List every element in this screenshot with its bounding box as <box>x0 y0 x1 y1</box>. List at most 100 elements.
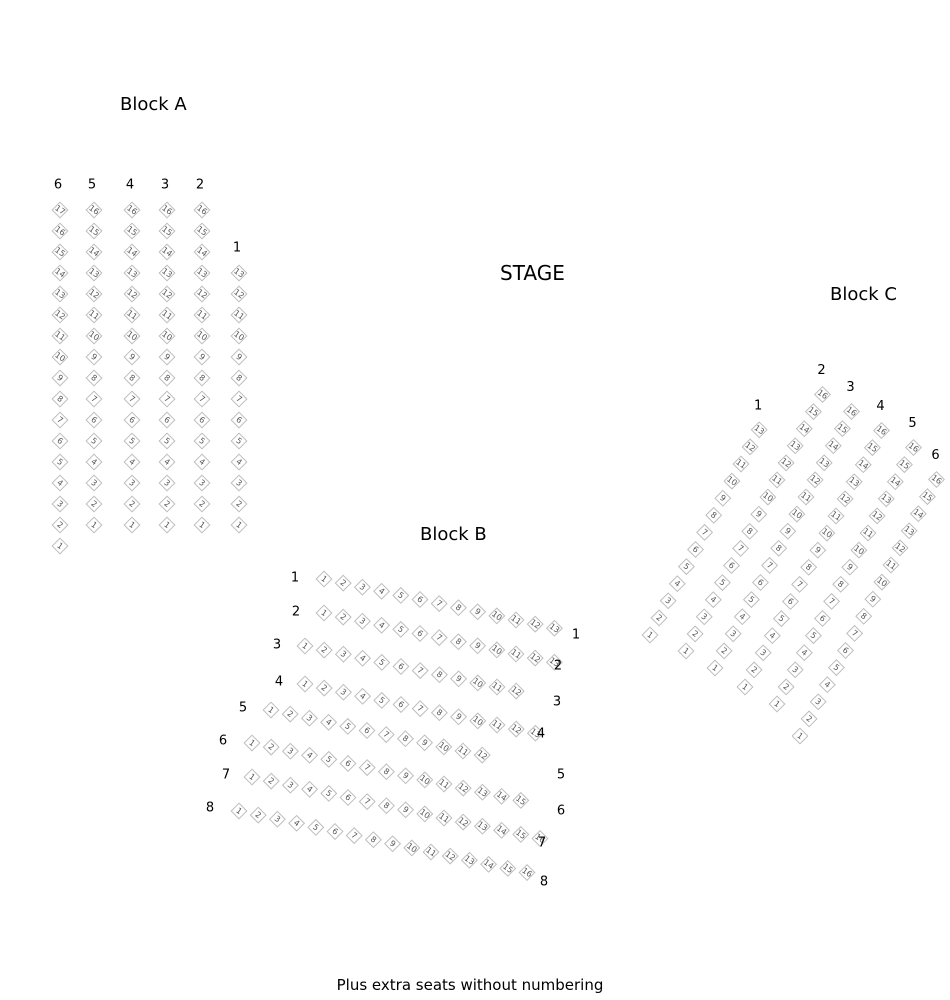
seat-a-r3-s12[interactable]: 12 <box>158 285 176 303</box>
seat-c-r3-s4[interactable]: 4 <box>733 608 751 626</box>
seat-c-r3-s1[interactable]: 1 <box>706 659 724 677</box>
seat-a-r2-s10[interactable]: 10 <box>193 327 211 345</box>
seat-a-r6-s17[interactable]: 17 <box>51 201 69 219</box>
seat-b-r1-s7[interactable]: 7 <box>430 595 448 613</box>
seat-b-r4-s5[interactable]: 5 <box>373 691 391 709</box>
seat-c-r1-s9[interactable]: 9 <box>714 489 732 507</box>
seat-a-r2-s5[interactable]: 5 <box>193 432 211 450</box>
seat-b-r6-s15[interactable]: 15 <box>512 791 530 809</box>
seat-a-r3-s15[interactable]: 15 <box>158 222 176 240</box>
seat-c-r5-s12[interactable]: 12 <box>868 507 886 525</box>
seat-b-r5-s11[interactable]: 11 <box>454 742 472 760</box>
seat-c-r3-s15[interactable]: 15 <box>833 420 851 438</box>
seat-c-r3-s5[interactable]: 5 <box>742 591 760 609</box>
seat-a-r1-s3[interactable]: 3 <box>230 474 248 492</box>
seat-b-r5-s3[interactable]: 3 <box>300 709 318 727</box>
seat-a-r2-s4[interactable]: 4 <box>193 453 211 471</box>
seat-a-r2-s2[interactable]: 2 <box>193 495 211 513</box>
seat-c-r2-s4[interactable]: 4 <box>704 591 722 609</box>
seat-c-r2-s15[interactable]: 15 <box>804 403 822 421</box>
seat-a-r5-s2[interactable]: 2 <box>85 495 103 513</box>
seat-a-r3-s11[interactable]: 11 <box>158 306 176 324</box>
seat-a-r4-s6[interactable]: 6 <box>123 411 141 429</box>
seat-c-r5-s1[interactable]: 1 <box>768 695 786 713</box>
seat-a-r2-s16[interactable]: 16 <box>193 201 211 219</box>
seat-c-r2-s3[interactable]: 3 <box>695 608 713 626</box>
seat-a-r6-s10[interactable]: 10 <box>51 348 69 366</box>
seat-b-r6-s8[interactable]: 8 <box>377 763 395 781</box>
seat-c-r3-s7[interactable]: 7 <box>761 556 779 574</box>
seat-a-r4-s13[interactable]: 13 <box>123 264 141 282</box>
seat-c-r4-s16[interactable]: 16 <box>873 422 890 439</box>
seat-b-r6-s6[interactable]: 6 <box>339 755 357 772</box>
seat-a-r2-s15[interactable]: 15 <box>193 222 211 240</box>
seat-b-r6-s3[interactable]: 3 <box>281 742 299 760</box>
seat-b-r3-s12[interactable]: 12 <box>507 682 525 700</box>
seat-a-r3-s7[interactable]: 7 <box>158 390 176 408</box>
seat-b-r4-s6[interactable]: 6 <box>392 696 410 713</box>
seat-c-r4-s3[interactable]: 3 <box>754 644 772 662</box>
seat-c-r4-s1[interactable]: 1 <box>736 678 754 696</box>
seat-b-r5-s6[interactable]: 6 <box>358 722 376 739</box>
seat-b-r7-s12[interactable]: 12 <box>454 813 472 831</box>
seat-a-r1-s13[interactable]: 13 <box>230 264 248 282</box>
seat-a-r6-s12[interactable]: 12 <box>51 306 69 324</box>
seat-c-r6-s4[interactable]: 4 <box>818 676 836 694</box>
seat-c-r2-s2[interactable]: 2 <box>686 625 704 643</box>
seat-a-r3-s9[interactable]: 9 <box>158 348 176 366</box>
seat-a-r5-s16[interactable]: 16 <box>85 201 103 219</box>
seat-a-r1-s1[interactable]: 1 <box>230 516 248 534</box>
seat-a-r3-s3[interactable]: 3 <box>158 474 176 492</box>
seat-b-r3-s6[interactable]: 6 <box>392 658 410 675</box>
seat-a-r6-s4[interactable]: 4 <box>51 474 69 492</box>
seat-a-r2-s9[interactable]: 9 <box>193 348 211 366</box>
seat-c-r4-s13[interactable]: 13 <box>845 473 863 491</box>
seat-a-r1-s7[interactable]: 7 <box>230 390 248 408</box>
seat-c-r3-s16[interactable]: 16 <box>843 403 860 420</box>
seat-c-r6-s1[interactable]: 1 <box>791 727 809 745</box>
seat-a-r6-s8[interactable]: 8 <box>51 390 69 408</box>
seat-b-r8-s5[interactable]: 5 <box>307 818 325 836</box>
seat-b-r5-s4[interactable]: 4 <box>320 713 338 731</box>
seat-c-r4-s14[interactable]: 14 <box>854 456 872 474</box>
seat-a-r4-s4[interactable]: 4 <box>123 453 141 471</box>
seat-b-r2-s6[interactable]: 6 <box>411 625 429 642</box>
seat-c-r2-s5[interactable]: 5 <box>713 574 731 592</box>
seat-b-r8-s1[interactable]: 1 <box>230 802 248 820</box>
seat-b-r2-s11[interactable]: 11 <box>507 645 525 663</box>
seat-b-r6-s13[interactable]: 13 <box>473 783 491 801</box>
seat-b-r7-s5[interactable]: 5 <box>320 784 338 802</box>
seat-a-r6-s1[interactable]: 1 <box>51 537 69 555</box>
seat-b-r2-s4[interactable]: 4 <box>373 616 391 634</box>
seat-c-r3-s14[interactable]: 14 <box>824 437 842 455</box>
seat-a-r3-s2[interactable]: 2 <box>158 495 176 513</box>
seat-b-r5-s1[interactable]: 1 <box>262 701 280 719</box>
seat-c-r6-s3[interactable]: 3 <box>809 693 827 711</box>
seat-c-r6-s15[interactable]: 15 <box>918 488 936 506</box>
seat-b-r1-s11[interactable]: 11 <box>507 611 525 629</box>
seat-b-r7-s15[interactable]: 15 <box>512 825 530 843</box>
seat-a-r6-s6[interactable]: 6 <box>51 432 69 450</box>
seat-c-r2-s8[interactable]: 8 <box>741 522 759 540</box>
seat-c-r2-s13[interactable]: 13 <box>786 437 804 455</box>
seat-b-r1-s12[interactable]: 12 <box>526 615 544 633</box>
seat-b-r8-s14[interactable]: 14 <box>480 855 498 873</box>
seat-c-r6-s7[interactable]: 7 <box>846 624 864 642</box>
seat-b-r1-s9[interactable]: 9 <box>469 603 487 621</box>
seat-c-r4-s15[interactable]: 15 <box>863 439 881 457</box>
seat-a-r1-s11[interactable]: 11 <box>230 306 248 324</box>
seat-b-r1-s4[interactable]: 4 <box>373 582 391 600</box>
seat-c-r6-s11[interactable]: 11 <box>882 556 900 574</box>
seat-b-r8-s15[interactable]: 15 <box>499 859 517 877</box>
seat-b-r7-s2[interactable]: 2 <box>262 772 280 790</box>
seat-c-r5-s8[interactable]: 8 <box>832 575 850 593</box>
seat-b-r1-s10[interactable]: 10 <box>488 607 506 625</box>
seat-b-r6-s4[interactable]: 4 <box>301 746 319 764</box>
seat-b-r8-s13[interactable]: 13 <box>460 851 478 869</box>
seat-b-r4-s12[interactable]: 12 <box>507 720 525 738</box>
seat-b-r3-s4[interactable]: 4 <box>354 649 372 667</box>
seat-c-r2-s14[interactable]: 14 <box>795 420 813 438</box>
seat-b-r2-s9[interactable]: 9 <box>469 637 487 655</box>
seat-b-r6-s7[interactable]: 7 <box>358 759 376 777</box>
seat-c-r1-s6[interactable]: 6 <box>687 541 704 558</box>
